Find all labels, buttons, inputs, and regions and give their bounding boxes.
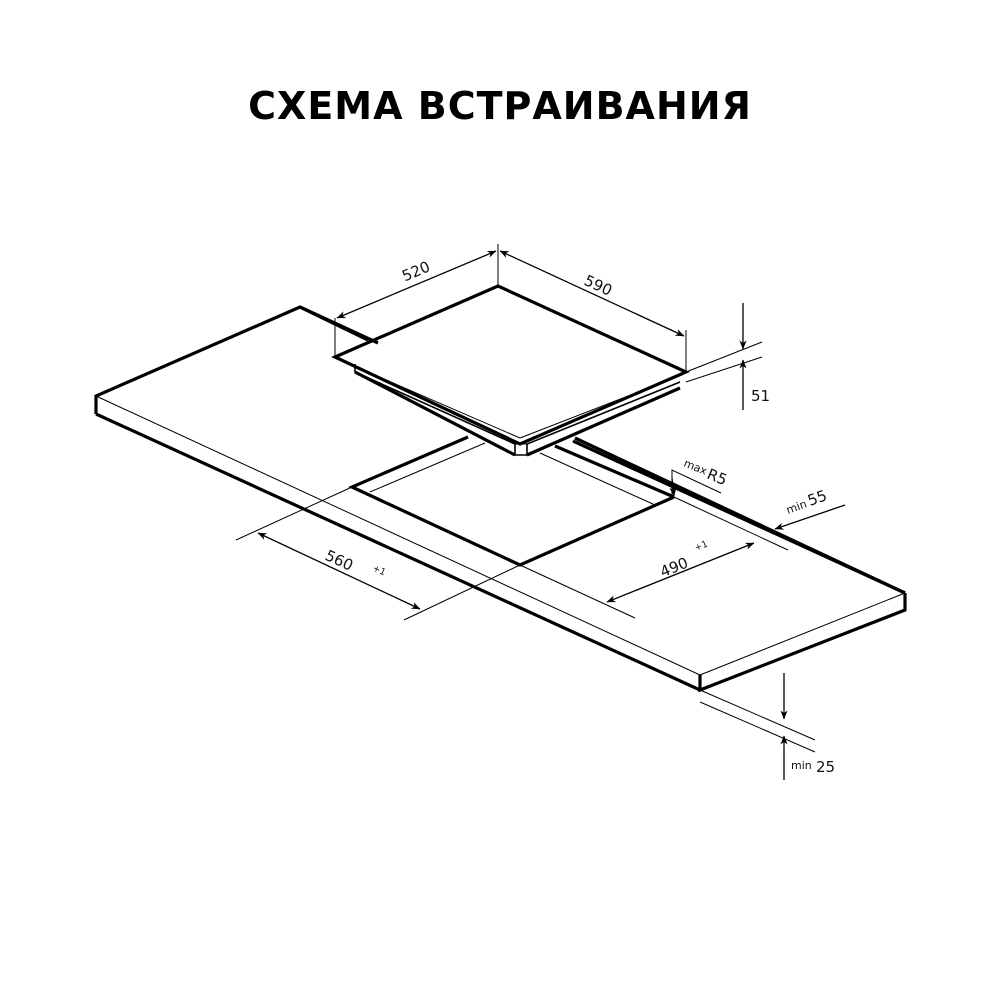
label-min-25-prefix: min	[791, 759, 812, 772]
cutout	[348, 435, 906, 595]
label-51: 51	[751, 387, 770, 405]
countertop	[94, 305, 907, 693]
label-590: 590	[581, 271, 615, 299]
label-min-55-prefix: min	[785, 497, 809, 516]
label-max: max	[682, 457, 710, 478]
label-55: 55	[805, 486, 829, 509]
dimension-hob-width: 590	[499, 250, 687, 372]
dimension-countertop-thickness: min 25	[699, 673, 835, 780]
dimension-hob-height: 51	[685, 303, 770, 410]
label-520: 520	[399, 258, 432, 286]
dimension-cutout-width: 560 +1	[235, 486, 521, 621]
hob	[331, 284, 690, 457]
dimension-cutout-depth: 490 +1	[519, 540, 755, 619]
label-r5: R5	[705, 465, 730, 489]
label-490-tolerance: +1	[693, 540, 709, 554]
label-25: 25	[816, 758, 835, 776]
label-560-tolerance: +1	[371, 564, 387, 579]
dimension-hob-depth: 520	[334, 244, 499, 357]
diagram-title: СХЕМА ВСТРАИВАНИЯ	[248, 84, 752, 128]
label-490: 490	[657, 554, 690, 581]
